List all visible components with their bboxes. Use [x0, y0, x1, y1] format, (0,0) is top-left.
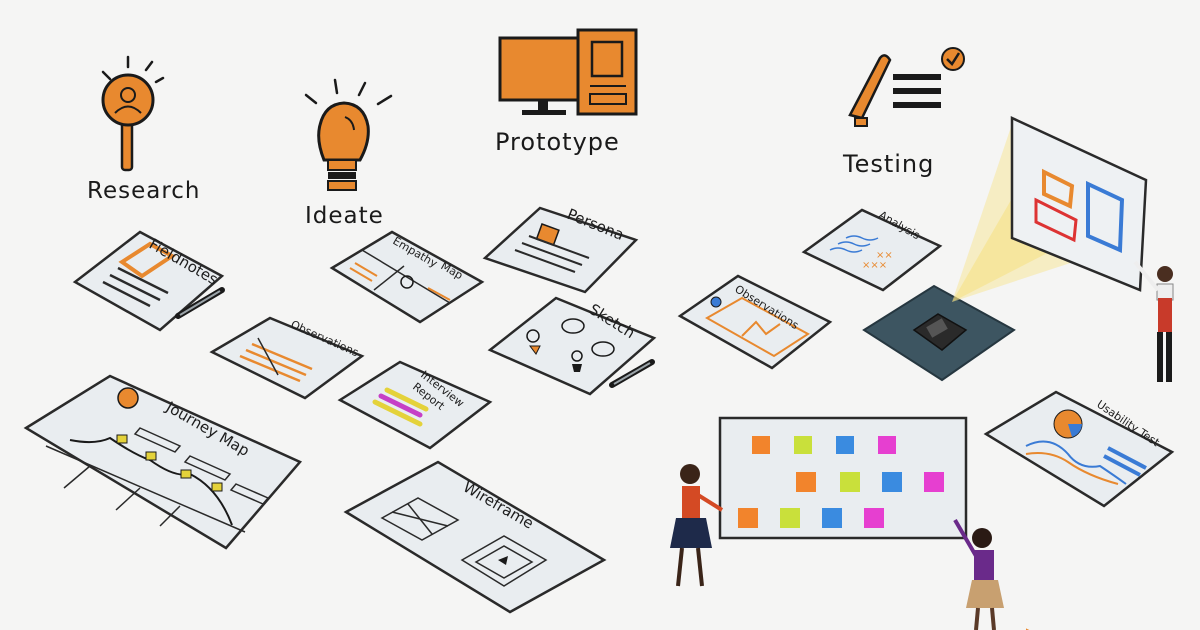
interview-report-card: Interview Report: [337, 360, 493, 450]
wireframe-card: Wireframe: [343, 460, 607, 614]
testing-checklist-icon: [848, 47, 965, 127]
empathy-map-card: Empathy Map: [329, 230, 485, 324]
person-right-at-board: [953, 518, 1004, 630]
usability-test-card: Usability Test: [983, 390, 1175, 508]
sticky-note-board: [718, 416, 968, 540]
observations-card-left: Observations: [209, 316, 365, 400]
person-left-at-board: [670, 464, 724, 587]
observations-card-right: Observations: [677, 274, 833, 370]
sketch-card: Sketch: [487, 296, 657, 396]
research-magnifier-icon: [101, 55, 165, 172]
persona-card: Persona: [482, 205, 639, 294]
svg-text:××: ××: [876, 250, 893, 261]
prototype-monitor-icon: [498, 28, 638, 116]
stage-label-prototype: Prototype: [495, 128, 620, 156]
stage-label-testing: Testing: [842, 150, 934, 178]
projection-screen: [1010, 116, 1148, 630]
ideate-lightbulb-icon: [304, 78, 393, 191]
stage-label-ideate: Ideate: [305, 203, 384, 229]
journey-map-card: Journey Map: [23, 374, 303, 550]
svg-text:×××: ×××: [862, 260, 887, 271]
fieldnotes-card: Fieldnotes: [72, 230, 225, 332]
pencil-icon: [175, 287, 225, 319]
projector-table: [862, 284, 1016, 382]
pencil-icon: [609, 359, 655, 388]
stage-label-research: Research: [87, 178, 201, 204]
person-presenter: [1133, 260, 1174, 382]
analysis-card: ××× ×× Analysis: [801, 208, 943, 292]
